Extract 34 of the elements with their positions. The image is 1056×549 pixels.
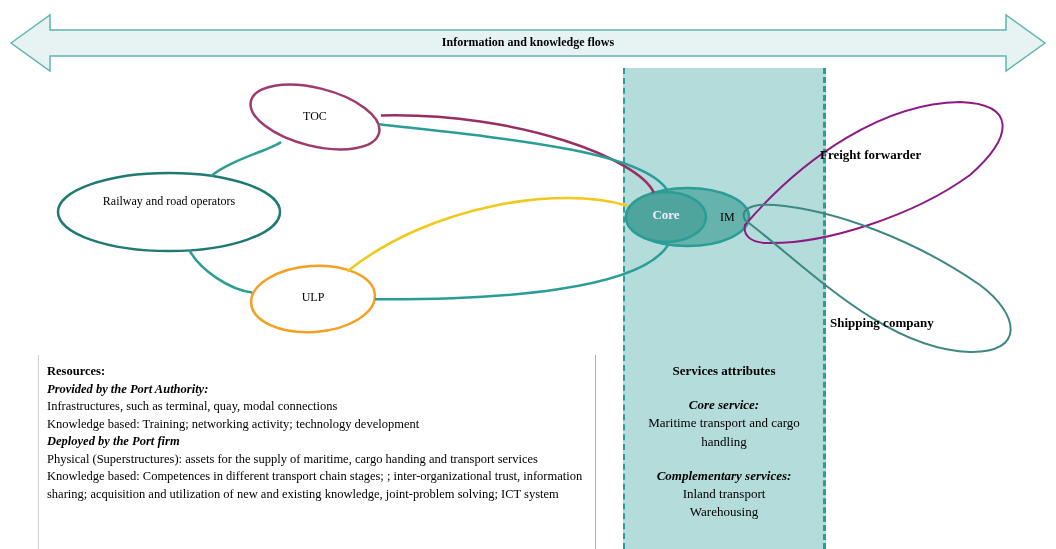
heading-text: Shipping company bbox=[830, 314, 934, 332]
im-ellipse bbox=[624, 186, 751, 248]
heading-text: Core bbox=[651, 206, 681, 224]
body-text: IM bbox=[720, 209, 735, 226]
heading-text: Provided by the Port Authority: bbox=[47, 380, 210, 398]
actor-ellipse bbox=[249, 264, 377, 334]
body-text: Warehousing bbox=[688, 503, 760, 522]
heading-text: Resources: bbox=[47, 363, 107, 380]
heading-text: Complementary services: bbox=[655, 466, 793, 485]
body-text: Physical (Superstructures): assets for the supply of maritime, cargo handing and transport services bbox=[47, 450, 539, 468]
double-arrow-band bbox=[10, 14, 1046, 72]
flow-line bbox=[346, 196, 629, 273]
body-text: Railway and road operators bbox=[101, 193, 237, 210]
body-text: Knowledge based: Training; networking activity; technology development bbox=[47, 415, 421, 433]
resources-panel bbox=[38, 355, 596, 549]
heading-text: Deployed by the Port firm bbox=[47, 433, 181, 450]
heading-text: Services attributes bbox=[671, 362, 777, 380]
body-text: Knowledge based: Competences in different transport chain stages; ; inter-organizational trust, information sharing; acquisition and utilization of new and existing knowledge, joint-problem solving; ICT system bbox=[47, 468, 584, 503]
heading-text: Information and knowledge flows bbox=[440, 34, 616, 51]
flow-line bbox=[378, 123, 668, 191]
body-text: Maritime transport and cargo handling bbox=[647, 414, 801, 451]
heading-text: Core service: bbox=[687, 396, 761, 415]
flow-line bbox=[375, 243, 670, 301]
flow-line bbox=[380, 114, 655, 194]
body-text: Infrastructures, such as terminal, quay, modal connections bbox=[47, 398, 339, 415]
body-text: ULP bbox=[300, 289, 326, 306]
actor-ellipse bbox=[247, 86, 383, 148]
heading-text: Freight forwarder bbox=[820, 146, 922, 164]
flow-line bbox=[188, 249, 253, 294]
flow-line bbox=[210, 140, 282, 177]
actor-ellipse bbox=[56, 171, 282, 253]
core-ellipse bbox=[624, 190, 708, 244]
body-text: TOC bbox=[302, 108, 328, 125]
body-text: Inland transport bbox=[681, 484, 767, 503]
